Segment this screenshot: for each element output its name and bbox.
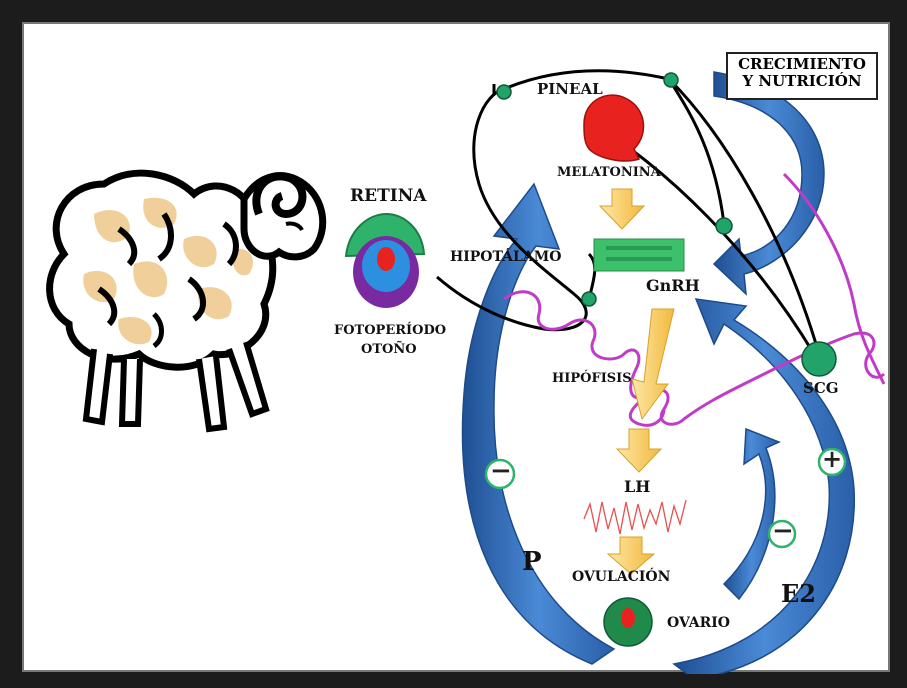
scg-ganglion <box>802 342 836 376</box>
pineal-gland-icon <box>584 95 644 161</box>
plus-sign: + <box>822 444 842 473</box>
lh-label: LH <box>624 477 650 496</box>
nutricion-label: Y NUTRICIÓN <box>732 73 872 90</box>
lh-pulse-wave <box>584 500 686 534</box>
crecimiento-label: CRECIMIENTO <box>732 56 872 73</box>
lh-arrow <box>617 429 661 472</box>
diagram-panel: − + − CRECIMIENTO Y NUTRICIÓN PINEAL MEL… <box>22 22 890 672</box>
fotoperiodo-label: FOTOPERÍODO <box>334 323 446 338</box>
melatonina-label: MELATONINA <box>557 165 661 180</box>
melatonin-arrow <box>600 189 644 229</box>
diagram-graphics <box>24 24 892 674</box>
p-label: P <box>522 547 542 577</box>
retina-eye-icon <box>346 214 424 308</box>
hypothalamus-gnrh-box <box>594 239 684 271</box>
retina-label: RETINA <box>350 186 426 206</box>
ovulacion-label: OVULACIÓN <box>572 569 670 585</box>
e2-label: E2 <box>781 579 816 608</box>
minus-sign-right: − <box>772 516 794 546</box>
minus-sign-left: − <box>490 456 512 486</box>
ovary-icon <box>604 598 652 646</box>
hipofisis-label: HIPÓFISIS <box>552 371 632 386</box>
scg-label: SCG <box>803 379 839 397</box>
ovario-label: OVARIO <box>667 615 730 631</box>
pineal-label: PINEAL <box>537 80 603 98</box>
crecimiento-box: CRECIMIENTO Y NUTRICIÓN <box>726 52 878 100</box>
otono-label: OTOÑO <box>361 342 417 357</box>
sheep-icon <box>50 173 323 429</box>
gnrh-label: GnRH <box>646 276 700 295</box>
hipotalamo-label: HIPOTÁLAMO <box>450 249 561 265</box>
